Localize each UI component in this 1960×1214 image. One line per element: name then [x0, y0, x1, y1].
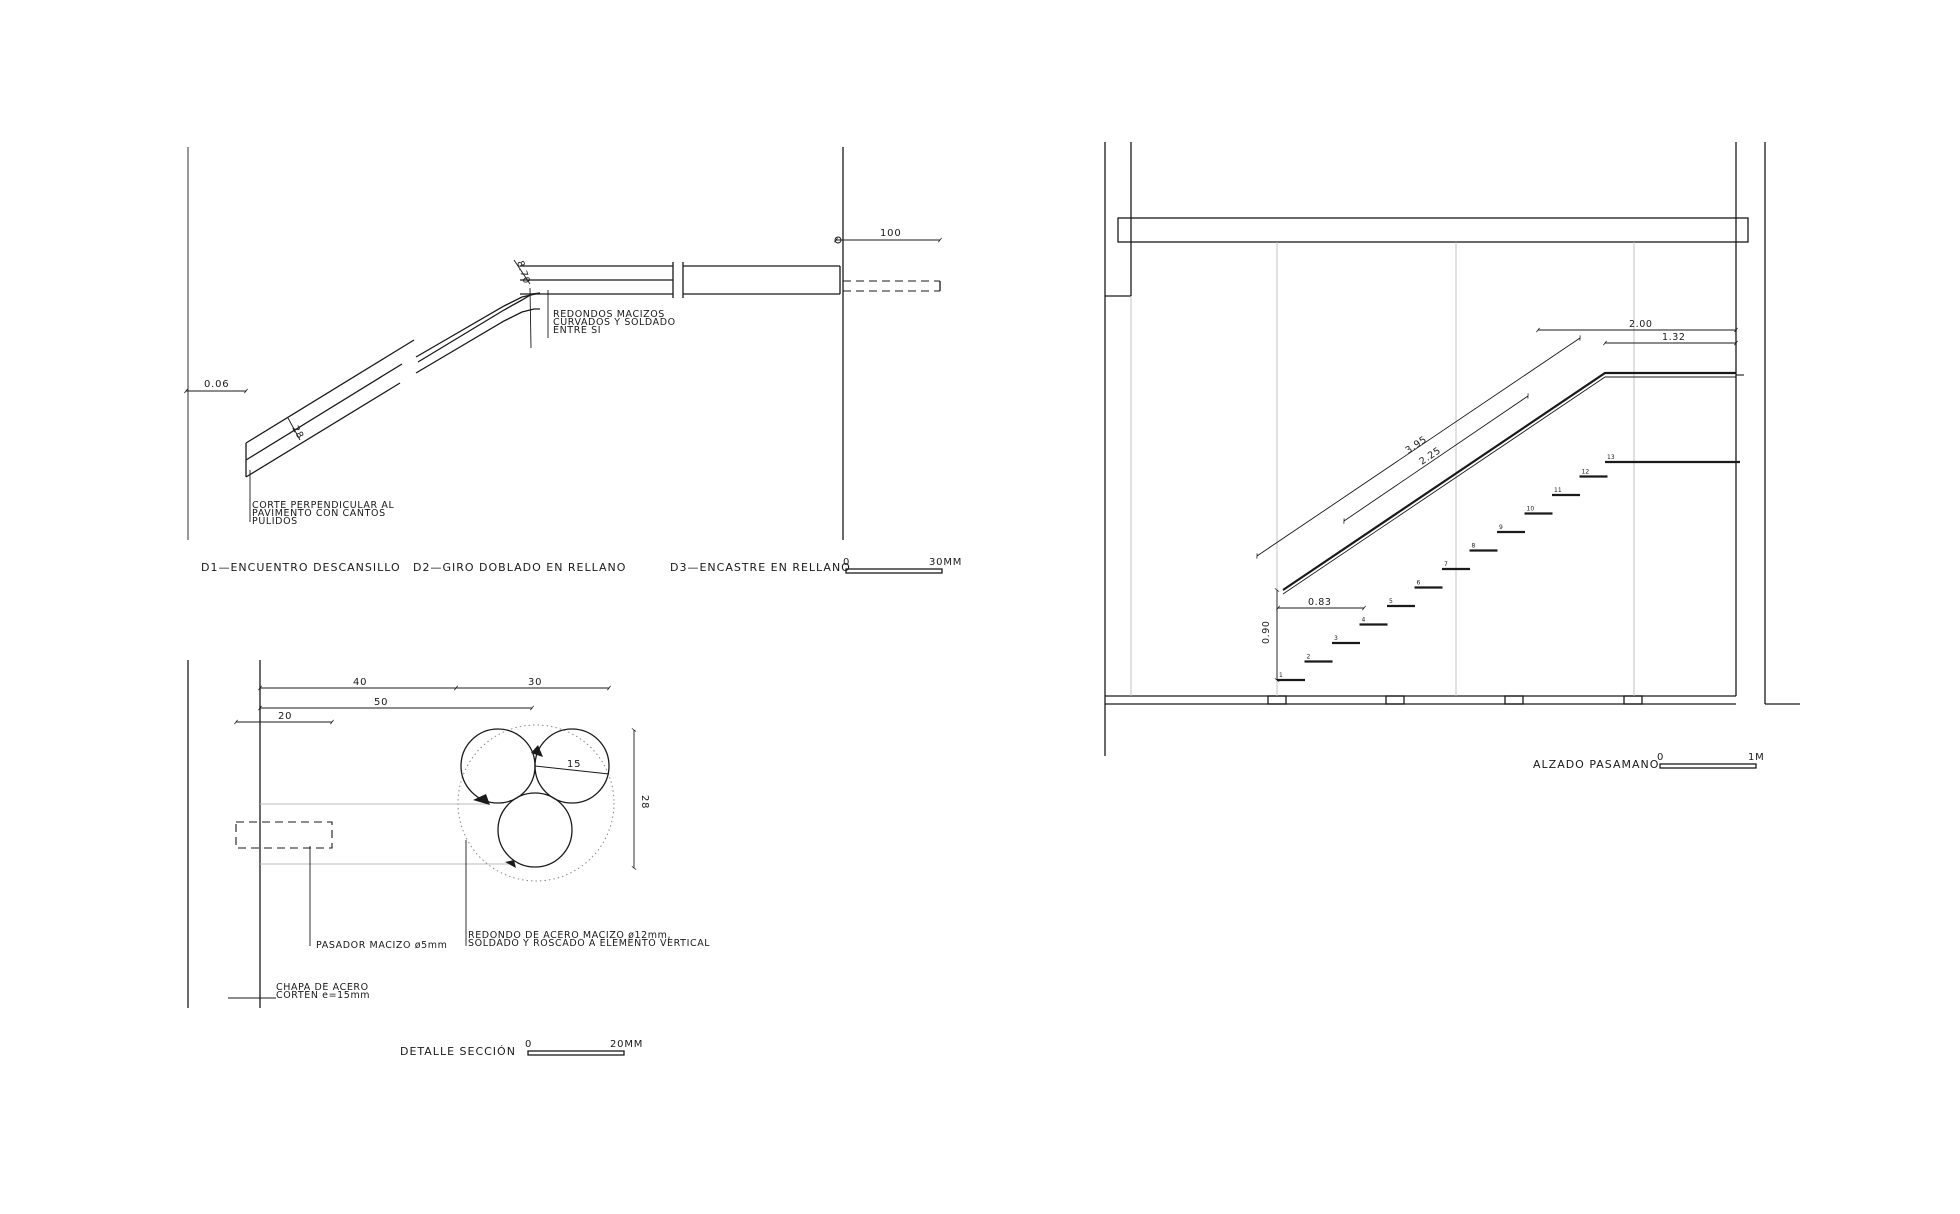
anchor-3: [1504, 695, 1524, 705]
scale-start: 0: [1657, 752, 1664, 763]
anchor-1: [1267, 695, 1287, 705]
dim-090: 0.90: [1261, 620, 1272, 644]
scale-bar-20mm: 0 20MM: [525, 1039, 643, 1056]
dim-line-28: [287, 417, 301, 441]
title-d3: D3—ENCASTRE EN RELLANO: [670, 561, 851, 574]
step-number: 8: [1472, 543, 1476, 550]
handrail-top: [1282, 371, 1736, 591]
dim-30: 30: [528, 677, 542, 688]
step-number: 11: [1554, 487, 1562, 494]
handrail-bottom: [1282, 376, 1736, 595]
dim-15: 15: [567, 759, 581, 770]
step-number: 1: [1279, 672, 1283, 679]
rail-bottom-lower-segment: [245, 382, 401, 478]
dim-870: 8.70: [514, 260, 532, 286]
dim-line-870: [513, 259, 531, 285]
rail-top-lower-segment: [245, 339, 415, 444]
step-number: 2: [1307, 654, 1311, 661]
title-d2: D2—GIRO DOBLADO EN RELLANO: [413, 561, 626, 574]
dim-line-225: [1343, 393, 1529, 524]
dim-006: 0.06: [204, 379, 229, 390]
note-redondos-line-2: CURVADOS Y SOLDADO: [553, 317, 676, 328]
note-pasador: PASADOR MACIZO ø5mm: [316, 940, 447, 951]
weld-mark-2: [531, 745, 543, 757]
rod-3: [497, 792, 573, 868]
top-slab: [1117, 217, 1749, 243]
title-detalle-seccion: DETALLE SECCIÓN: [400, 1045, 516, 1058]
scale-bar-1m: 0 1M: [1657, 752, 1765, 769]
scale-bar-30mm: 0 30MM: [843, 557, 962, 574]
step-number: 7: [1444, 561, 1448, 568]
note-redondos-line-1: REDONDOS MACIZOS: [553, 309, 665, 320]
weld-mark-3: [505, 860, 516, 868]
step-number: 12: [1582, 469, 1590, 476]
scale-end: 1M: [1748, 752, 1765, 763]
dim-200: 2.00: [1629, 319, 1653, 330]
step-number: 9: [1499, 524, 1503, 531]
anchor-2: [1385, 695, 1405, 705]
note-corte-line-2: PAVIMENTO CON CANTOS: [252, 508, 386, 519]
anchor-4: [1623, 695, 1643, 705]
scale-bar-rect: [845, 568, 943, 574]
scale-bar-rect: [527, 1050, 625, 1056]
scale-end: 20MM: [610, 1039, 643, 1050]
step-number: 10: [1527, 506, 1535, 513]
note-redondo-line-1: REDONDO DE ACERO MACIZO ø12mm,: [468, 930, 671, 941]
rods-envelope: [457, 724, 615, 882]
rail-top-upper-segment: [417, 292, 541, 363]
scale-bar-rect: [1659, 763, 1757, 769]
title-alzado-pasamano: ALZADO PASAMANO: [1533, 758, 1659, 771]
dim-100: 100: [880, 228, 902, 239]
step-number: 6: [1417, 580, 1421, 587]
weld-mark-1: [473, 794, 490, 805]
scale-start: 0: [843, 557, 850, 568]
note-corte-line-1: CORTE PERPENDICULAR AL: [252, 500, 394, 511]
step-number: 5: [1389, 598, 1393, 605]
dim-line-15: [534, 765, 610, 775]
step-number: 13: [1607, 454, 1615, 461]
rail-bottom-upper-segment: [415, 308, 540, 374]
note-chapa-line-1: CHAPA DE ACERO: [276, 982, 369, 993]
scale-end: 30MM: [929, 557, 962, 568]
note-corte-line-3: PULIDOS: [252, 516, 298, 527]
detail-d1-d2-d3: 0.06 28 8.70 100 CORTE PERPENDICULAR AL …: [184, 147, 962, 574]
detail-section: 40 30 50 20 15 28 PASADOR MACIZO ø5mm RE…: [187, 660, 710, 1058]
rod-1: [460, 728, 536, 804]
dim-50: 50: [374, 697, 388, 708]
step-number: 3: [1334, 635, 1338, 642]
note-chapa-line-2: CORTEN e=15mm: [276, 990, 370, 1001]
note-redondos-line-3: ENTRE SI: [553, 325, 601, 336]
dim-132: 1.32: [1662, 332, 1686, 343]
rail-mid-upper-curve: [415, 292, 541, 358]
floor-anchors: [1267, 695, 1643, 705]
step-number: 4: [1362, 617, 1366, 624]
pin-dashed: [235, 821, 333, 849]
dim-20: 20: [278, 711, 292, 722]
dim-28: 28: [289, 424, 305, 441]
dim-083: 0.83: [1308, 597, 1332, 608]
leader-redondos-1: [529, 287, 532, 349]
title-d1: D1—ENCUENTRO DESCANSILLO: [201, 561, 401, 574]
rail-mid-lower-segment: [245, 363, 403, 461]
dim-28: 28: [639, 795, 650, 809]
dim-40: 40: [353, 677, 367, 688]
dim-origin-mark: [834, 236, 842, 244]
scale-start: 0: [525, 1039, 532, 1050]
note-redondo-line-2: SOLDADO Y ROSCADO A ELEMENTO VERTICAL: [468, 938, 710, 949]
